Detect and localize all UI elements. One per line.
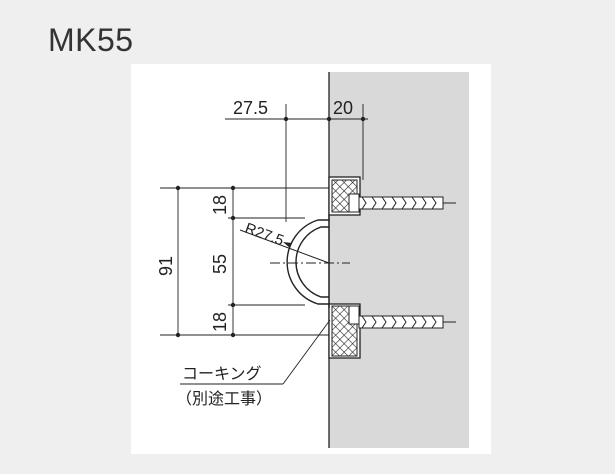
dim-radius-label: R27.5 (243, 220, 286, 250)
radius-arrow (283, 242, 292, 248)
dim-total-height-label: 91 (156, 256, 176, 276)
dim-top-segment-label: 18 (210, 195, 230, 215)
dim-bottom-segment-label: 18 (210, 312, 230, 332)
callout-leader (282, 319, 331, 385)
radius-leader (239, 229, 330, 264)
callout-separate-work-label: （別途工事） (176, 389, 272, 408)
handrail-profile (286, 215, 330, 308)
dim-wall-depth-label: 20 (333, 98, 353, 118)
dim-offset-label: 27.5 (233, 98, 268, 118)
callout-caulking-label: コーキング (182, 364, 262, 383)
top-bracket-block (328, 176, 361, 216)
top-anchor-bolt (358, 196, 456, 210)
dim-middle-segment-label: 55 (210, 254, 230, 274)
bottom-bracket-block (328, 303, 361, 359)
wall (329, 72, 469, 448)
bottom-anchor-bolt (358, 315, 456, 329)
page-title: MK55 (48, 22, 134, 58)
